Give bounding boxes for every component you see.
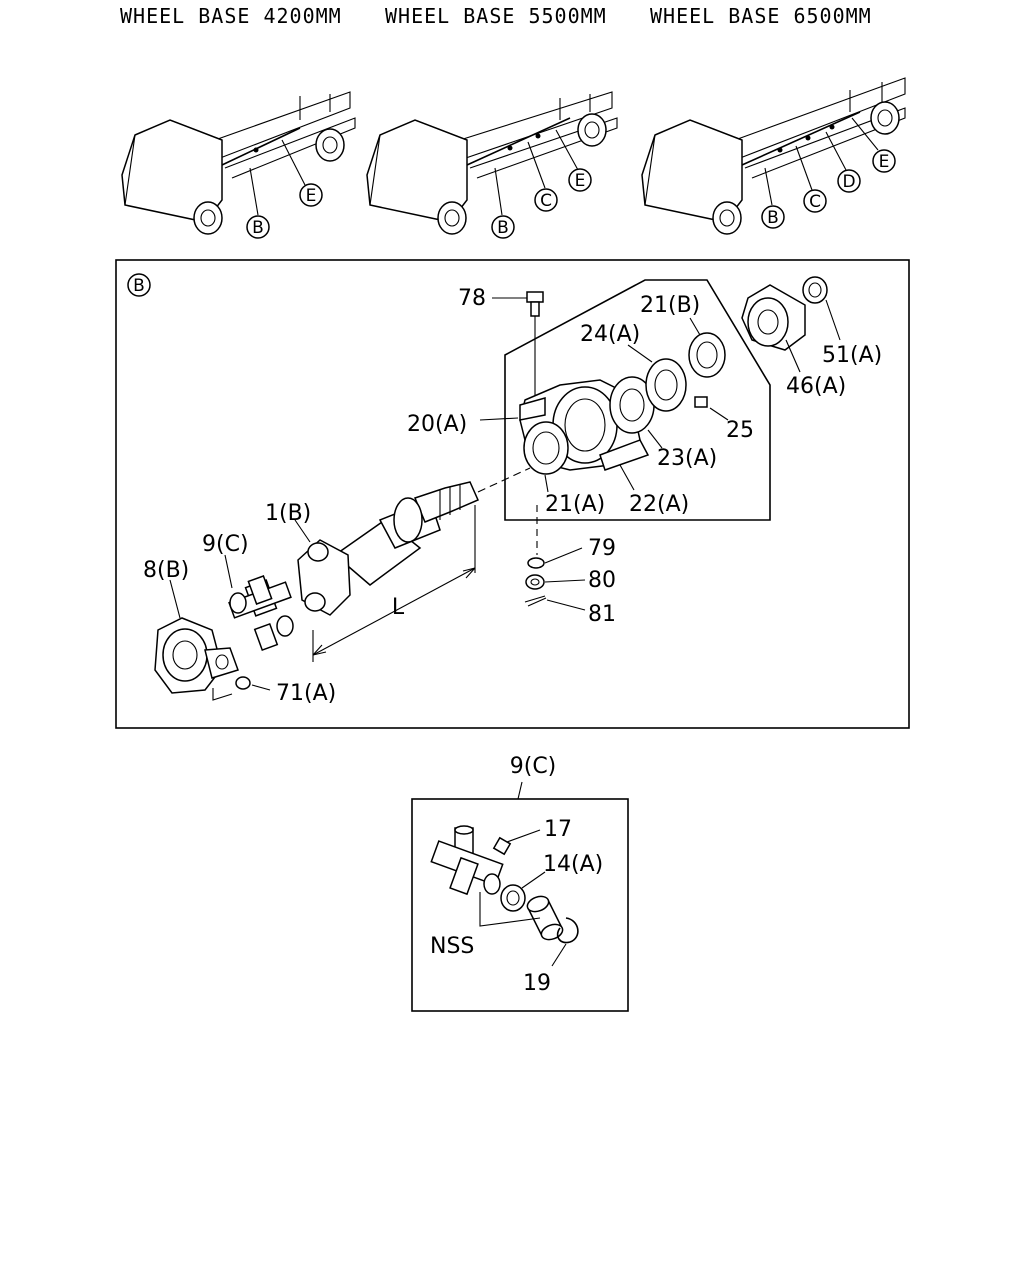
nut-51a	[802, 276, 828, 304]
part-1b-label: 1(B)	[265, 501, 311, 526]
callout-b-label: B	[767, 208, 779, 228]
part-9c-label: 9(C)	[202, 532, 249, 557]
wheel-base-5500-heading: WHEEL BASE 5500MM	[385, 4, 607, 28]
center-bearing-subframe	[504, 279, 771, 521]
grease-nipple-25	[694, 396, 708, 408]
universal-joint-9c	[228, 575, 294, 652]
snap-ring-19	[556, 917, 579, 944]
propeller-shaft	[333, 467, 531, 586]
cushion-24a	[645, 358, 687, 412]
detail-b-leaders	[169, 297, 841, 691]
yoke-1b	[297, 539, 351, 616]
callout-e-label: E	[879, 152, 890, 172]
part-23a-label: 23(A)	[657, 446, 717, 471]
dimension-l: L	[312, 505, 476, 662]
wheel-base-6500-heading: WHEEL BASE 6500MM	[650, 4, 872, 28]
part-20a-label: 20(A)	[407, 412, 467, 437]
callout-e-circle	[299, 183, 323, 207]
bearing-23a	[609, 376, 655, 434]
part-17-label: 17	[544, 817, 572, 842]
part-19-label: 19	[523, 971, 551, 996]
bearing-cup	[526, 895, 564, 941]
truck-4200-illustration: B E	[121, 91, 356, 239]
part-71a-label: 71(A)	[276, 681, 336, 706]
spider-cross	[430, 825, 504, 896]
seal-21a	[523, 421, 569, 475]
part-79-label: 79	[588, 536, 616, 561]
part-51a-label: 51(A)	[822, 343, 882, 368]
part-22a-label: 22(A)	[629, 492, 689, 517]
part-80-label: 80	[588, 568, 616, 593]
callout-b-label: B	[252, 218, 264, 238]
callout-c-label: C	[809, 192, 821, 212]
detail-9c-title: 9(C)	[510, 754, 557, 779]
callout-d-label: D	[842, 172, 855, 192]
washer-71a	[235, 676, 251, 690]
callout-e-label: E	[575, 171, 586, 191]
callout-b-circle	[246, 215, 270, 239]
truck-5500-illustration: B C E	[366, 91, 618, 239]
part-14a-label: 14(A)	[543, 852, 603, 877]
detail-9c-leaders	[479, 829, 567, 967]
callout-b-label: B	[497, 218, 509, 238]
bolt-78	[526, 291, 544, 405]
callout-c-label: C	[540, 191, 552, 211]
detail-b-tag-circle	[127, 273, 151, 297]
part-46a-label: 46(A)	[786, 374, 846, 399]
small-hardware-79-81	[524, 505, 547, 607]
part-25-label: 25	[726, 418, 754, 443]
part-81-label: 81	[588, 602, 616, 627]
seal-21b	[688, 332, 726, 378]
grease-fitting-17	[492, 836, 512, 856]
part-21b-label: 21(B)	[640, 293, 700, 318]
part-78-label: 78	[458, 286, 486, 311]
part-21a-label: 21(A)	[545, 492, 605, 517]
flange-46a	[741, 284, 806, 351]
detail-b-frame	[115, 259, 910, 729]
part-8b-label: 8(B)	[143, 558, 189, 583]
nss-label: NSS	[430, 934, 474, 959]
part-24a-label: 24(A)	[580, 322, 640, 347]
callout-e-label: E	[306, 186, 317, 206]
wheel-base-4200-heading: WHEEL BASE 4200MM	[120, 4, 342, 28]
detail-9c-frame	[411, 798, 629, 1012]
dimension-l-label: L	[392, 595, 405, 620]
truck-6500-illustration: B C D E	[641, 77, 906, 235]
seal-14a	[500, 884, 526, 912]
flange-yoke-8b	[154, 617, 239, 694]
detail-b-tag: B	[133, 276, 145, 296]
